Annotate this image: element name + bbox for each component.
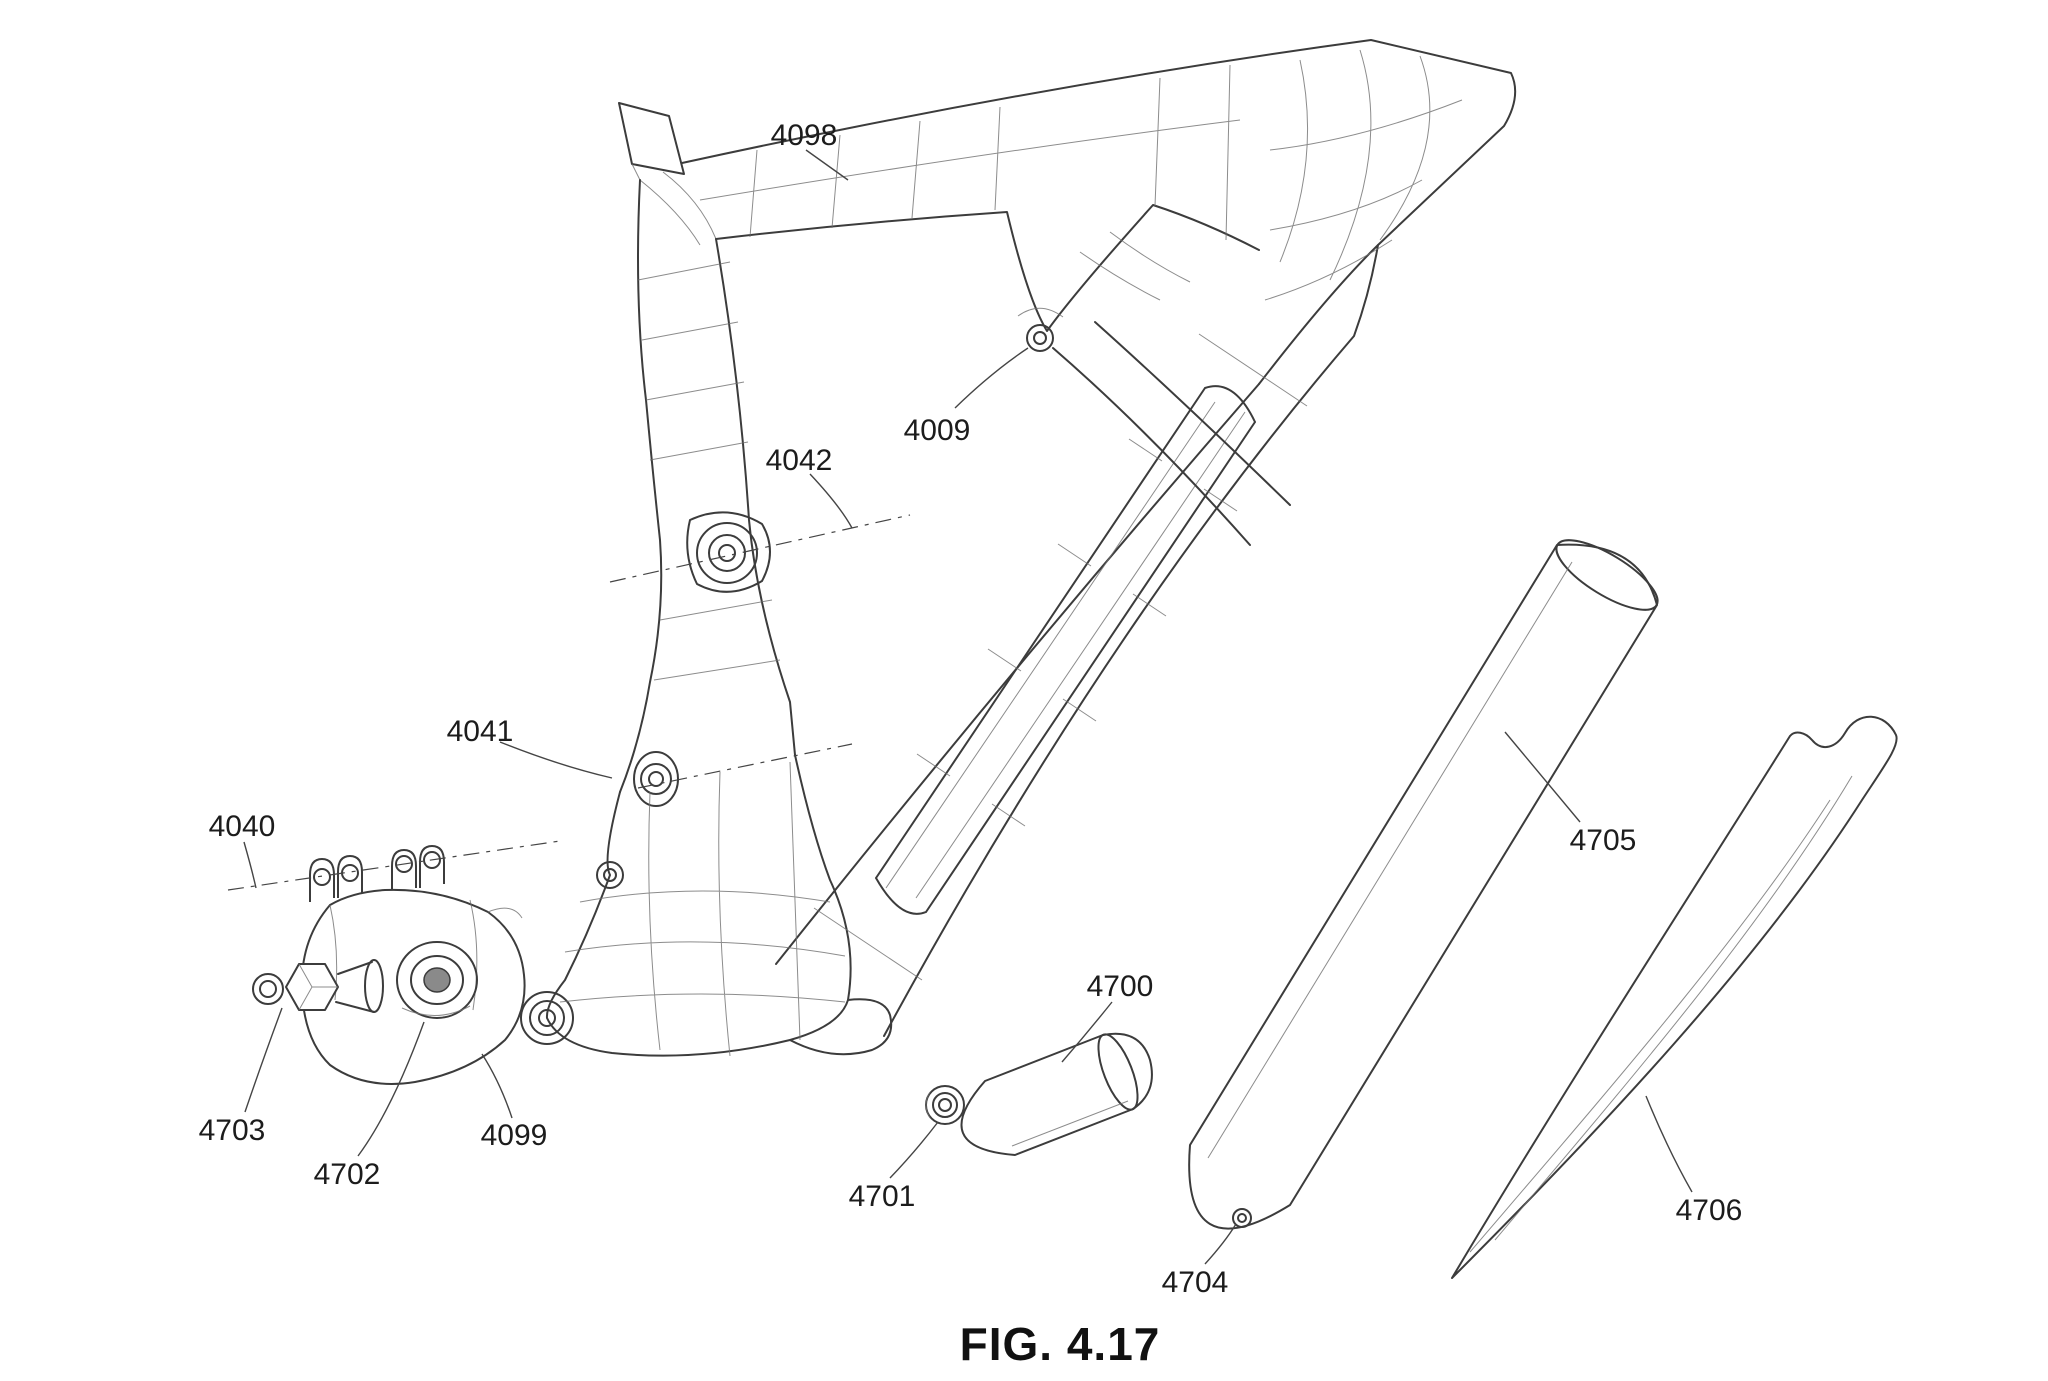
leader-4703 [244, 1007, 283, 1113]
ref-label-4703: 4703 [199, 1114, 266, 1147]
top-tube-lower-edge [715, 204, 1260, 332]
lug-4041 [640, 763, 672, 795]
battery-top-face [1555, 539, 1659, 611]
lug-lower [529, 1000, 565, 1036]
cylinder-end-face [1097, 1033, 1139, 1111]
battery-slot-inner [885, 401, 1246, 899]
battery-cylinder [1188, 539, 1659, 1230]
seat-tube [619, 179, 796, 793]
leader-4701 [889, 1121, 939, 1179]
clevis-tab-2 [337, 855, 363, 898]
centerline-4042 [609, 514, 911, 583]
end-cap-4701 [925, 1085, 965, 1125]
seat-stays [1052, 321, 1291, 546]
leader-4705 [1504, 731, 1581, 823]
ref-label-4701: 4701 [849, 1180, 916, 1213]
link-body [300, 888, 526, 1085]
end-cap-mid [932, 1092, 958, 1118]
pivot-4042-mid [708, 534, 746, 572]
chainstay-stub [789, 998, 893, 1056]
bolt-collar [364, 959, 384, 1013]
ref-label-4009: 4009 [904, 414, 971, 447]
centerline-4040 [227, 840, 561, 891]
lug-4009-bracket [1017, 307, 1064, 318]
battery-terminal-4704 [1232, 1208, 1252, 1228]
bolt-hex-facets [298, 963, 338, 1011]
bushing-outer [396, 941, 478, 1019]
bolt-tip [252, 973, 284, 1005]
down-tube-mesh [813, 333, 1308, 981]
battery-terminal-bore [1237, 1213, 1247, 1223]
ref-label-4706: 4706 [1676, 1194, 1743, 1227]
lug-lower-bore [538, 1009, 556, 1027]
leader-4098 [805, 149, 849, 181]
pivot-4042-bore [718, 544, 736, 562]
lug-mid [596, 861, 624, 889]
ref-label-4702: 4702 [314, 1158, 381, 1191]
bolt-shaft [335, 961, 375, 1013]
bushing-shade [401, 1005, 471, 1017]
rocker-link-assembly [252, 845, 526, 1085]
bike-frame [520, 39, 1517, 1057]
leader-4041 [499, 741, 613, 779]
lug-4041-bore [648, 771, 664, 787]
bolt-tip-bore [259, 980, 277, 998]
bushing-core [423, 967, 451, 993]
leader-4042 [809, 473, 853, 529]
end-cap-bore [938, 1098, 952, 1112]
seat-tube-mesh [637, 261, 781, 681]
leader-4040 [243, 841, 257, 889]
motor-housing [545, 754, 852, 1057]
cover-shell [1451, 715, 1898, 1279]
seat-mast [618, 102, 685, 175]
top-tube [681, 39, 1517, 385]
cover-inner-edge [1469, 775, 1853, 1253]
ref-label-4704: 4704 [1162, 1266, 1229, 1299]
reference-labels: 4098 4009 4042 4041 4040 4703 4702 4099 … [199, 119, 1743, 1299]
motor-housing-mesh [559, 761, 846, 1057]
centerline-4041 [637, 743, 853, 789]
lug-lower-flange [520, 991, 574, 1045]
lug-4041-flange [633, 751, 679, 807]
leader-4099 [481, 1053, 513, 1119]
figure-caption: FIG. 4.17 [960, 1318, 1161, 1370]
head-block-mesh [1264, 49, 1463, 301]
leader-4009 [954, 347, 1029, 409]
shock-cylinder-assembly [925, 1032, 1153, 1156]
leader-lines [227, 149, 1693, 1265]
seat-cluster-mesh [631, 163, 717, 246]
cylinder-seam [1011, 1100, 1129, 1147]
ref-label-4705: 4705 [1570, 824, 1637, 857]
ref-label-4099: 4099 [481, 1119, 548, 1152]
ref-label-4041: 4041 [447, 715, 514, 748]
battery-body [1188, 543, 1658, 1230]
ref-label-4098: 4098 [771, 119, 838, 152]
bushing-mid [410, 955, 464, 1005]
lug-4009 [1026, 324, 1054, 352]
ref-label-4700: 4700 [1087, 970, 1154, 1003]
pivot-4042-outer [696, 522, 758, 584]
clevis-hole-4 [423, 851, 441, 869]
ref-label-4040: 4040 [209, 810, 276, 843]
leader-4700 [1061, 1001, 1113, 1063]
leader-4704 [1204, 1223, 1237, 1265]
top-tube-mesh [699, 64, 1241, 301]
lug-4009-bore [1033, 331, 1047, 345]
clevis-tab-1 [309, 858, 335, 902]
leader-4702 [357, 1021, 425, 1157]
battery-slot [875, 385, 1256, 915]
down-tube-cover [1451, 715, 1898, 1279]
clevis-hole-1 [313, 868, 331, 886]
ref-label-4042: 4042 [766, 444, 833, 477]
battery-surface-line [1207, 561, 1573, 1159]
leader-4706 [1645, 1095, 1693, 1193]
down-tube [775, 244, 1379, 1037]
end-cap-ribs [925, 1091, 931, 1119]
lug-mid-bore [603, 868, 617, 882]
clevis-hole-3 [395, 855, 413, 873]
cylinder-body-4700 [960, 1032, 1153, 1156]
